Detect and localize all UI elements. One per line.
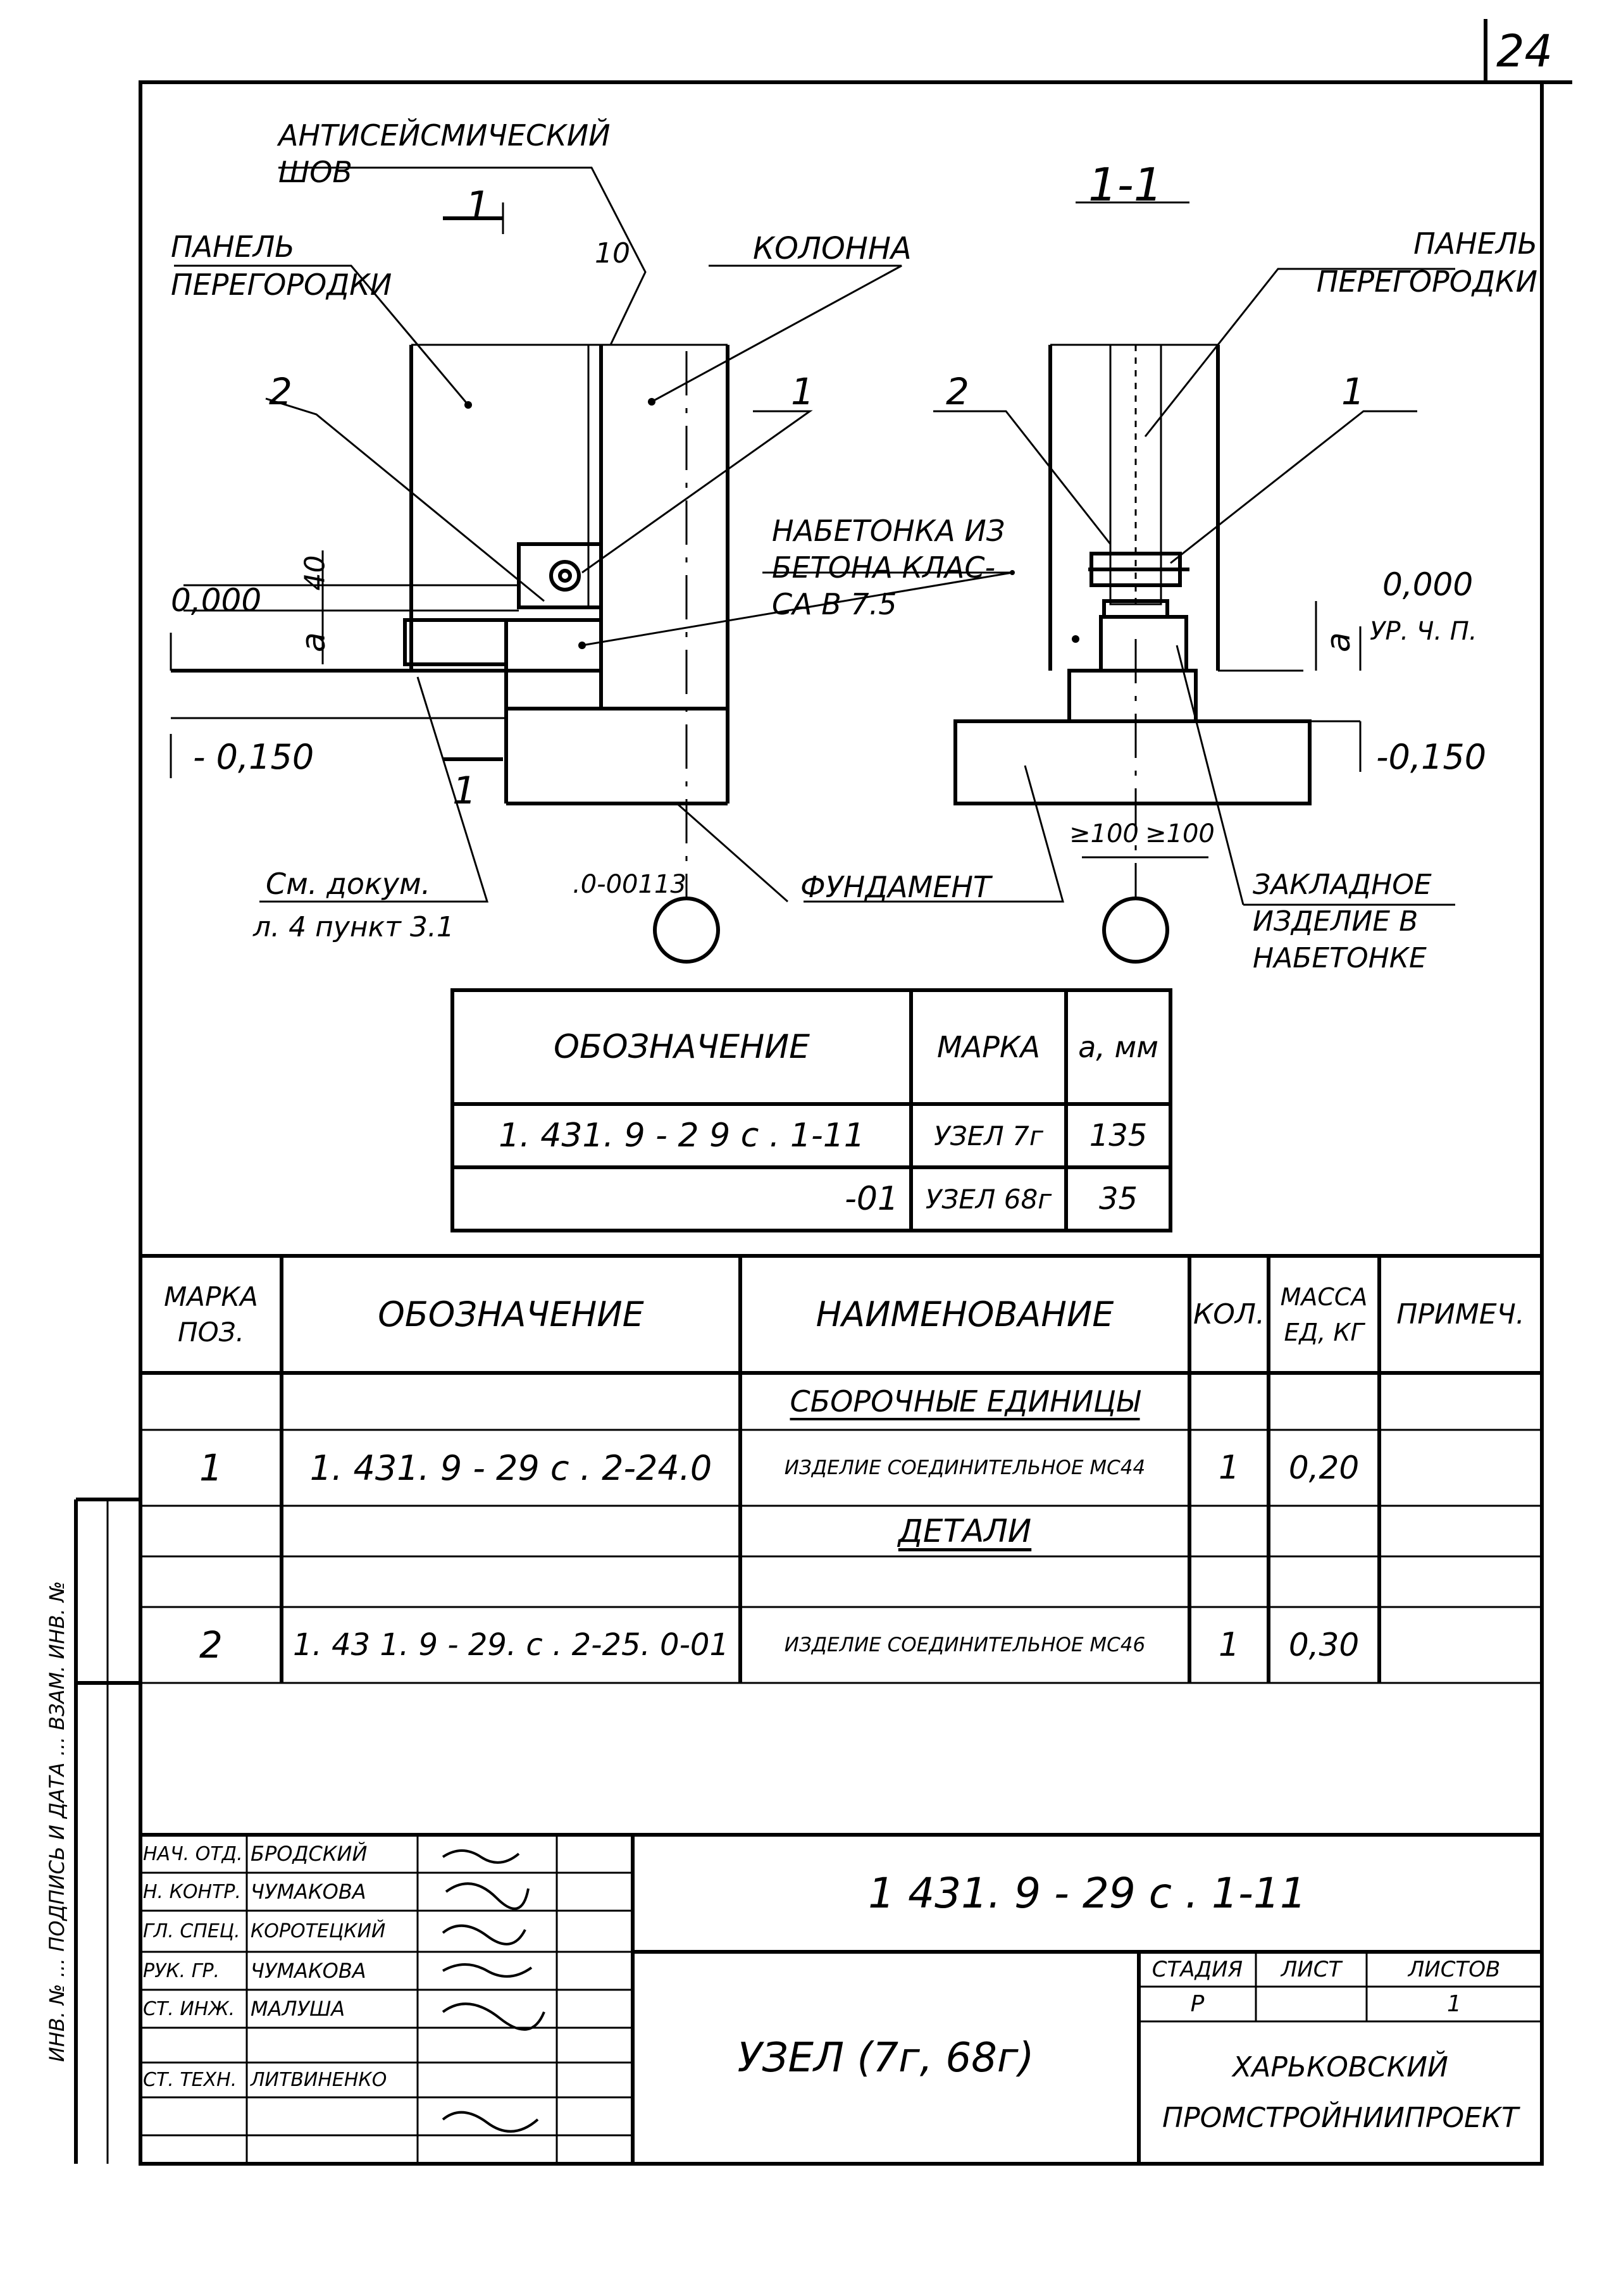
name-7: ЛИТВИНЕНКО [251,2069,387,2091]
spec-row-2-designation: 1. 43 1. 9 - 29. с . 2-25. 0-01 [293,1627,729,1663]
position-1-right: 1 [1341,370,1365,413]
section-title: 1-1 [1088,158,1163,211]
see-doc-code: .0-00113 [573,870,686,899]
partition-panel-right-label: ПАНЕЛЬ ПЕРЕГОРОДКИ [1316,226,1537,299]
spec-row-2-name: ИЗДЕЛИЕ СОЕДИНИТЕЛЬНОЕ МС46 [784,1634,1146,1656]
spec-row-2-mass: 0,30 [1288,1627,1360,1663]
spec-header-mass: МАССА ЕД, КГ [1280,1282,1368,1346]
sheet-frame [139,80,1544,2166]
sheet-label: ЛИСТ [1281,1956,1342,1982]
level-minus-150-left: - 0,150 [193,737,314,777]
sheets-value: 1 [1447,1991,1462,2017]
section-cut-mark-bottom: 1 [452,769,477,813]
spec-row-1-pos: 1 [199,1446,223,1489]
antiseismic-seam-label: АНТИСЕЙСМИЧЕСКИЙ ШОВ [278,118,611,189]
dim-100-b: ≥100 [1145,819,1215,848]
name-4: ЧУМАКОВА [251,1959,366,1983]
dim-a-right: a [1319,632,1358,652]
drawing-sheet [74,19,1572,2166]
spec-row-2-qty: 1 [1218,1626,1240,1664]
drawing-title: УЗЕЛ (7г, 68г) [737,2034,1034,2082]
level-000-left: 0,000 [171,582,262,619]
partition-panel-left-label: ПАНЕЛЬ ПЕРЕГОРОДКИ [171,230,392,302]
dim-40: 40 [299,555,332,591]
spec-header-name: НАИМЕНОВАНИЕ [816,1294,1114,1334]
foundation-label: ФУНДАМЕНТ [800,870,991,904]
spec-header-designation: ОБОЗНАЧЕНИЕ [378,1294,644,1334]
spec-header-pos: МАРКА ПОЗ. [164,1281,258,1348]
variant-header-mark: МАРКА [936,1030,1041,1064]
spec-row-1-note [1379,1430,1542,1506]
role-1: НАЧ. ОТД. [143,1842,243,1865]
stage-value: Р [1190,1991,1205,2017]
variant-row-2-mark: УЗЕЛ 68г [925,1183,1052,1215]
role-4: РУК. ГР. [143,1959,220,1982]
spec-row-2-pos: 2 [199,1623,223,1666]
name-1: БРОДСКИЙ [251,1842,368,1866]
dim-a-left: a [294,632,333,652]
sheet-value [1256,1987,1367,2021]
sheets-label: ЛИСТОВ [1408,1956,1501,1982]
spec-row-1-name: ИЗДЕЛИЕ СОЕДИНИТЕЛЬНОЕ МС44 [784,1456,1146,1479]
sheet-number: 24 [1496,25,1553,77]
variant-row-2-designation: -01 [845,1180,898,1218]
concrete-overlay-label: НАБЕТОНКА ИЗ БЕТОНА КЛАС- СА В 7.5 [772,514,1005,621]
name-2: ЧУМАКОВА [251,1880,366,1904]
spec-row-1-mass: 0,20 [1288,1449,1360,1486]
doc-code: 1 431. 9 - 29 с . 1-11 [868,1869,1307,1918]
variant-row-1-a: 135 [1089,1118,1148,1153]
floor-level-label: УР. Ч. П. [1370,617,1477,646]
variant-row-2-a: 35 [1098,1181,1138,1217]
spec-row-1-qty: 1 [1218,1449,1240,1487]
spec-header-qty: КОЛ. [1193,1298,1265,1331]
role-5: СТ. ИНЖ. [143,1997,235,2020]
organization: ХАРЬКОВСКИЙ ПРОМСТРОЙНИИПРОЕКТ [1162,2051,1518,2134]
stage-label: СТАДИЯ [1152,1956,1243,1982]
position-2-right: 2 [946,370,969,413]
name-3: КОРОТЕЦКИЙ [251,1920,386,1942]
name-6 [247,2028,418,2063]
side-stamp: ИНВ. № ... ПОДПИСЬ И ДАТА ... ВЗАМ. ИНВ.… [45,1580,69,2063]
signatures [442,1849,545,2133]
role-7: СТ. ТЕХН. [143,2069,237,2091]
role-3: ГЛ. СПЕЦ. [143,1920,240,1942]
variant-row-1-mark: УЗЕЛ 7г [934,1120,1043,1151]
see-doc-label: См. докум. [266,867,431,901]
position-2-left: 2 [269,370,292,413]
variant-row-1-designation: 1. 431. 9 - 2 9 с . 1-11 [499,1117,865,1155]
see-doc-ref: л. 4 пункт 3.1 [253,911,454,943]
position-1-left: 1 [791,370,814,413]
embedded-item-label: ЗАКЛАДНОЕ ИЗДЕЛИЕ В НАБЕТОНКЕ [1253,869,1432,974]
level-minus-150-right: -0,150 [1376,737,1487,777]
spec-header-note: ПРИМЕЧ. [1396,1298,1525,1331]
dim-10: 10 [595,237,630,270]
level-000-right: 0,000 [1382,566,1474,603]
role-2: Н. КОНТР. [143,1880,242,1903]
name-5: МАЛУША [251,1997,345,2021]
role-6 [140,2028,247,2063]
spec-section-assembly: СБОРОЧНЫЕ ЕДИНИЦЫ [790,1384,1140,1418]
spec-section-details: ДЕТАЛИ [898,1513,1032,1549]
spec-row-1-designation: 1. 431. 9 - 29 с . 2-24.0 [309,1448,712,1488]
section-cut-mark-top: 1 [465,183,491,230]
variant-header-a: a, мм [1078,1030,1158,1064]
column-label: КОЛОННА [753,231,912,266]
variant-header-designation: ОБОЗНАЧЕНИЕ [554,1028,810,1066]
dim-100-a: ≥100 [1069,819,1139,848]
spec-row-2-note [1379,1607,1542,1683]
